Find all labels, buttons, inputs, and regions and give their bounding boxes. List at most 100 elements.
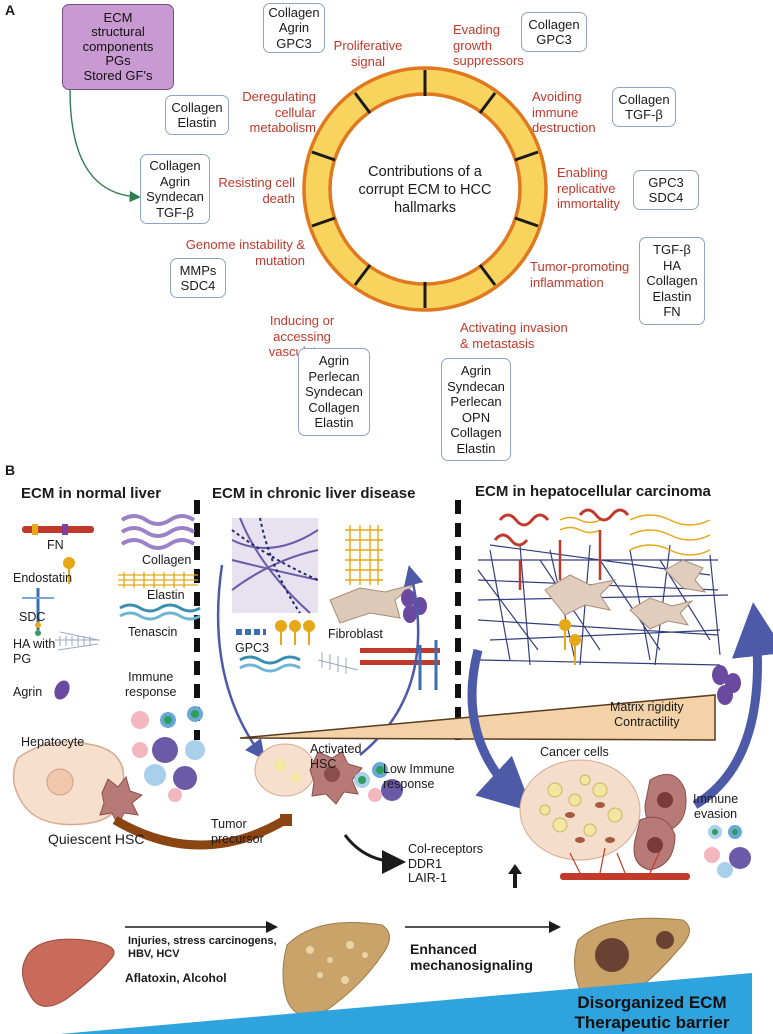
label-tumor-precursor: Tumor precursor (211, 817, 264, 846)
endostatin-group-chronic (275, 620, 315, 645)
label-line: PG (13, 651, 32, 666)
hcc-endostatin (559, 619, 581, 665)
hallmark-line: replicative (557, 180, 616, 196)
hallmark-line: growth (453, 37, 493, 53)
fn-molecule (22, 524, 94, 535)
label-line: Therapeutic barrier (574, 1013, 730, 1032)
hallmark-activating: Activating invasion & metastasis (460, 320, 568, 351)
header-hcc: ECM in hepatocellular carcinoma (475, 483, 711, 500)
quiescent-to-activated-arrow (112, 816, 288, 850)
ecm-box-deregulating: Collagen Elastin (165, 95, 229, 135)
label-tenascin: Tenascin (128, 625, 178, 639)
box-item: GPC3 (648, 174, 684, 190)
hcc-right-arrow (692, 602, 773, 809)
box-item: TGF-β (625, 107, 663, 122)
ecm-components-box: ECM structural components PGs Stored GF'… (62, 4, 174, 90)
ecm-box-evading: Collagen GPC3 (521, 12, 587, 52)
box-item: OPN (461, 409, 491, 425)
hcc-fibroblasts (544, 559, 707, 630)
hallmark-resisting: Resisting cell death (200, 175, 295, 206)
box-item: Elastin (652, 288, 692, 304)
label-elastin: Elastin (147, 588, 185, 602)
header-normal-liver: ECM in normal liver (21, 485, 162, 502)
tumor-mass-small (656, 931, 674, 949)
ecm-box-line: Stored GF's (83, 67, 153, 83)
hallmark-line: Genome instability & (185, 237, 305, 252)
endostatin (63, 557, 75, 584)
label-line: Col-receptors (408, 842, 484, 856)
hallmark-genome: Genome instability & mutation (170, 237, 305, 268)
label-quiescent-hsc: Quiescent HSC (48, 831, 145, 847)
label-immune-evasion: Immune evasion (693, 792, 738, 821)
box-item: TGF-β (156, 204, 194, 220)
immune-evasion-cells (704, 825, 751, 878)
ecm-box-line: structural (91, 24, 145, 40)
hallmark-avoiding: Avoiding immune destruction (532, 89, 596, 136)
hcc-fn (493, 508, 630, 590)
label-line: precursor (211, 831, 264, 846)
hallmark-line: immortality (557, 196, 620, 211)
ecm-box-enabling: GPC3 SDC4 (633, 170, 699, 210)
hallmark-line: Tumor-promoting (530, 259, 630, 274)
collagen-fibril-image (231, 517, 319, 614)
hcc-elastin (559, 514, 711, 556)
ecm-box-line: PGs (105, 53, 131, 69)
label-line: Tumor (211, 817, 247, 831)
ecm-box-line: ECM (103, 9, 133, 25)
box-item: GPC3 (276, 35, 312, 51)
hallmark-line: Proliferative (333, 38, 403, 53)
hallmark-line: mutation (255, 252, 305, 268)
box-item: Collagen (618, 91, 670, 107)
label-line: evasion (694, 806, 738, 821)
label-hepatocyte: Hepatocyte (21, 735, 85, 749)
label-line: response (383, 776, 435, 791)
hallmark-line: Enabling (557, 165, 608, 180)
label-line: DDR1 (408, 856, 443, 871)
label-enhanced-mechanosignaling: Enhanced mechanosignaling (410, 941, 533, 973)
tenascin-chronic (239, 655, 301, 673)
label-gpc3: GPC3 (235, 641, 270, 655)
ecm-box-proliferative: Collagen Agrin GPC3 (263, 3, 325, 53)
box-item: Agrin (278, 20, 310, 36)
box-item: Collagen (171, 99, 223, 115)
hallmarks-ring (302, 66, 548, 312)
ecm-box-inflammation: TGF-β HA Collagen Elastin FN (639, 237, 705, 325)
label-collagen: Collagen (142, 553, 192, 567)
vessel-branches (569, 847, 661, 874)
label-sdc: SDC (19, 610, 46, 624)
collagen-fibers (120, 514, 196, 550)
tumor-precursor-cells (254, 743, 316, 797)
center-line: hallmarks (393, 200, 457, 216)
ecm-box-genome: MMPs SDC4 (170, 258, 226, 298)
ecm-box-activating: Agrin Syndecan Perlecan OPN Collagen Ela… (441, 358, 511, 461)
box-item: HA (662, 257, 682, 273)
label-line: Immune (693, 792, 739, 806)
label-endostatin: Endostatin (13, 571, 73, 585)
label-injuries: Injuries, stress carcinogens, HBV, HCV (128, 935, 277, 961)
hepatocyte-cell (12, 741, 125, 826)
hallmark-line: signal (351, 53, 385, 69)
elastin-network-chronic (345, 525, 383, 585)
hallmark-line: inflammation (530, 274, 604, 290)
box-item: Perlecan (450, 394, 502, 409)
hallmark-line: Avoiding (532, 89, 582, 104)
box-item: Agrin (318, 353, 350, 369)
hallmark-evading: Evading growth suppressors (453, 22, 524, 69)
ecm-box-resisting: Collagen Agrin Syndecan TGF-β (140, 154, 210, 224)
hallmark-line: cellular (274, 104, 316, 120)
hallmark-line: Activating invasion (460, 320, 568, 335)
label-line: Injuries, stress carcinogens, (128, 935, 277, 947)
hallmark-line: destruction (532, 120, 596, 135)
label-line: Enhanced (410, 941, 477, 957)
label-line: Disorganized ECM (577, 993, 727, 1012)
panel-b-letter: B (5, 462, 16, 478)
label-line: HBV, HCV (128, 948, 180, 960)
tumor-mass (595, 938, 629, 972)
label-fibroblast: Fibroblast (328, 627, 383, 641)
label-agrin: Agrin (13, 685, 43, 699)
box-item: Elastin (314, 415, 354, 431)
box-item: Elastin (456, 440, 496, 456)
label-line: Activated (310, 742, 362, 756)
box-item: Collagen (450, 425, 502, 440)
